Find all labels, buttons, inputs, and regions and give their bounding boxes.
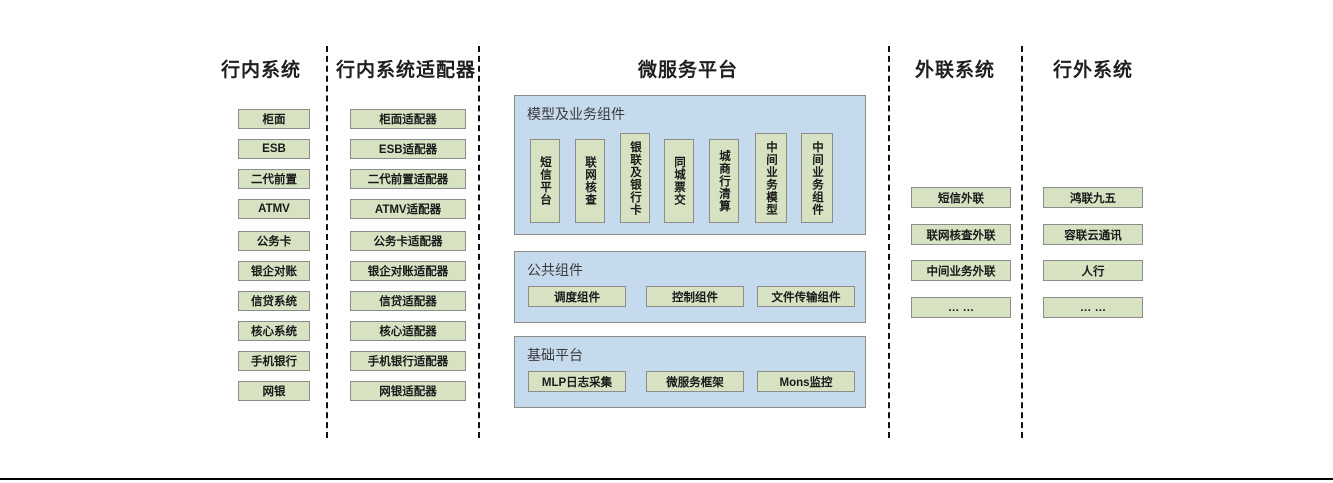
node-in-bank-adapter[interactable]: 柜面适配器 [350,109,466,129]
node-in-bank-system[interactable]: 二代前置 [238,169,310,189]
column-title-in-bank-systems: 行内系统 [220,60,301,81]
node-in-bank-adapter[interactable]: 网银适配器 [350,381,466,401]
node-model-business-component[interactable]: 短信平台 [530,139,560,223]
node-outside-bank-system[interactable]: 容联云通讯 [1043,224,1143,245]
node-public-component[interactable]: 调度组件 [528,286,626,307]
node-model-business-component[interactable]: 中间业务组件 [801,133,833,223]
panel-title-base-platform: 基础平台 [527,347,583,363]
node-in-bank-adapter[interactable]: 二代前置适配器 [350,169,466,189]
node-public-component[interactable]: 控制组件 [646,286,744,307]
node-outside-bank-system[interactable]: 人行 [1043,260,1143,281]
divider-col1-col2 [326,46,328,438]
node-in-bank-adapter[interactable]: ESB适配器 [350,139,466,159]
node-model-business-component[interactable]: 银联及银行卡 [620,133,650,223]
node-external-liaison-system[interactable]: … … [911,297,1011,318]
divider-col4-col5 [1021,46,1023,438]
node-in-bank-adapter[interactable]: 信贷适配器 [350,291,466,311]
node-in-bank-system[interactable]: 公务卡 [238,231,310,251]
node-in-bank-system[interactable]: ESB [238,139,310,159]
node-model-business-component[interactable]: 中间业务模型 [755,133,787,223]
bottom-rule [0,478,1333,480]
node-in-bank-system[interactable]: 核心系统 [238,321,310,341]
node-external-liaison-system[interactable]: 短信外联 [911,187,1011,208]
divider-col2-col3 [478,46,480,438]
node-in-bank-adapter[interactable]: 核心适配器 [350,321,466,341]
node-model-business-component[interactable]: 城商行清算 [709,139,739,223]
node-in-bank-system[interactable]: 网银 [238,381,310,401]
panel-title-model-business-components: 模型及业务组件 [527,106,625,122]
column-title-microservice-platform: 微服务平台 [637,60,738,81]
node-in-bank-system[interactable]: 柜面 [238,109,310,129]
node-outside-bank-system[interactable]: … … [1043,297,1143,318]
node-base-platform-component[interactable]: Mons监控 [757,371,855,392]
node-in-bank-system[interactable]: ATMV [238,199,310,219]
node-base-platform-component[interactable]: 微服务框架 [646,371,744,392]
divider-col3-col4 [888,46,890,438]
node-in-bank-system[interactable]: 银企对账 [238,261,310,281]
node-in-bank-adapter[interactable]: 银企对账适配器 [350,261,466,281]
node-in-bank-adapter[interactable]: ATMV适配器 [350,199,466,219]
node-outside-bank-system[interactable]: 鸿联九五 [1043,187,1143,208]
node-model-business-component[interactable]: 同城票交 [664,139,694,223]
column-title-in-bank-adapters: 行内系统适配器 [336,60,477,81]
node-in-bank-system[interactable]: 手机银行 [238,351,310,371]
node-base-platform-component[interactable]: MLP日志采集 [528,371,626,392]
node-model-business-component[interactable]: 联网核查 [575,139,605,223]
column-title-external-liaison-systems: 外联系统 [914,60,995,81]
node-public-component[interactable]: 文件传输组件 [757,286,855,307]
node-external-liaison-system[interactable]: 联网核查外联 [911,224,1011,245]
node-in-bank-system[interactable]: 信贷系统 [238,291,310,311]
node-in-bank-adapter[interactable]: 手机银行适配器 [350,351,466,371]
column-title-outside-bank-systems: 行外系统 [1052,60,1133,81]
node-external-liaison-system[interactable]: 中间业务外联 [911,260,1011,281]
node-in-bank-adapter[interactable]: 公务卡适配器 [350,231,466,251]
panel-title-public-components: 公共组件 [527,262,583,278]
